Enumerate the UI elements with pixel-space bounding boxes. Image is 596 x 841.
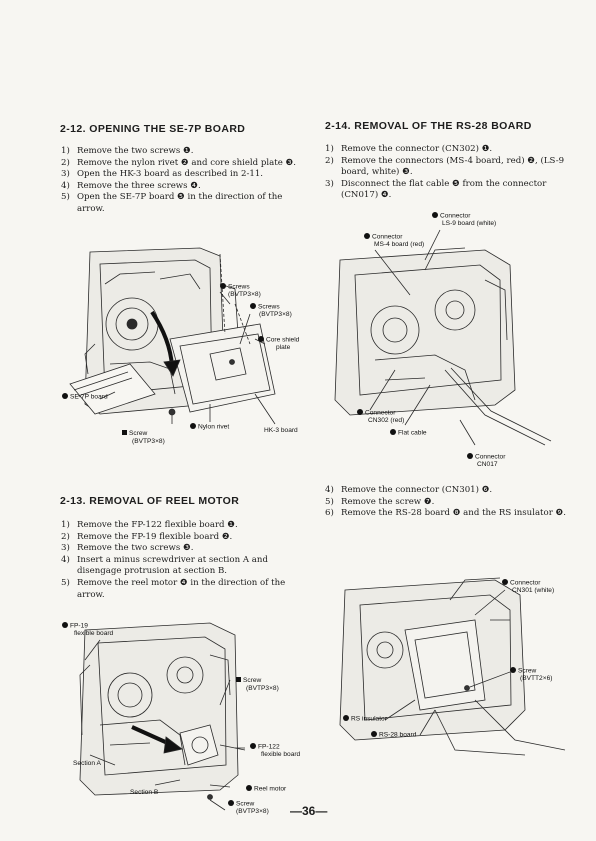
label-rs-insulator: RS insulator (343, 715, 387, 723)
label-screw-214-spec: (BVTT2×6) (520, 675, 553, 682)
step-text: Remove the screw ❼. (341, 496, 435, 507)
steps-2-12: 1) Remove the two screws ❶. 2) Remove the n… (61, 146, 305, 216)
step-text: Remove the two screws ❸. (77, 543, 194, 554)
step-item: 3) Disconnect the flat cable ❺ from the c… (325, 179, 570, 202)
step-number: 5) (325, 496, 334, 507)
label-screws-b-spec: (BVTP3×8) (259, 311, 292, 318)
section-title-2-14: 2-14. REMOVAL OF THE RS-28 BOARD (325, 120, 532, 132)
label-screw-214: Screw (510, 667, 536, 675)
step-number: 3) (61, 169, 70, 180)
step-number: 2) (325, 155, 334, 166)
label-core-shield: Core shield (258, 336, 299, 344)
label-conn-cn017-2: CN017 (477, 461, 498, 468)
label-conn-ms4: Connector (364, 233, 402, 241)
step-text: Remove the connector (CN302) ❶. (341, 144, 493, 154)
step-item: 1) Remove the two screws ❶. (61, 146, 305, 158)
step-text: Remove the nylon rivet ❷ and core shield… (77, 157, 296, 168)
label-conn-ls9-2: LS-9 board (white) (442, 220, 497, 227)
reel-motor-figure (79, 622, 246, 811)
label-conn-cn017: Connector (467, 453, 505, 461)
step-number: 3) (325, 178, 334, 189)
section-title-2-12: 2-12. OPENING THE SE-7P BOARD (60, 123, 246, 135)
rs28-top-figure (334, 229, 552, 446)
label-conn-cn302: Connector (357, 409, 395, 417)
step-item: 5) Open the SE-7P board ❺ in the directio… (61, 192, 305, 215)
step-text: Remove the connector (CN301) ❻. (341, 485, 493, 495)
step-number: 1) (61, 146, 70, 156)
step-text: Open the SE-7P board ❺ in the direction … (77, 192, 283, 214)
step-number: 4) (325, 485, 334, 495)
label-section-b: Section B (130, 789, 159, 796)
step-text: Insert a minus screwdriver at section A … (77, 554, 268, 577)
step-number: 5) (61, 192, 70, 203)
label-screw-213b: Screw (228, 800, 254, 808)
steps-2-14-b: 4) Remove the connector (CN301) ❻. 5) Remov… (325, 485, 570, 520)
label-conn-cn301: Connector (502, 579, 540, 587)
steps-2-13: 1) Remove the FP-122 flexible board ❶. 2) R… (61, 520, 305, 601)
rs28-bottom-figure (339, 577, 566, 756)
step-number: 1) (61, 520, 70, 530)
step-item: 1) Remove the FP-122 flexible board ❶. (61, 520, 305, 532)
label-screw-213-spec: (BVTP3×8) (246, 685, 279, 692)
step-item: 6) Remove the RS-28 board ❽ and the RS in… (325, 508, 570, 520)
step-text: Remove the FP-122 flexible board ❶. (77, 520, 238, 530)
step-item: 4) Remove the connector (CN301) ❻. (325, 485, 570, 497)
label-screw-213b-spec: (BVTP3×8) (236, 808, 269, 815)
label-screw-spec: (BVTP3×8) (132, 438, 165, 445)
label-conn-cn302-2: CN302 (red) (368, 417, 405, 424)
label-fp122: FP-122 (250, 743, 280, 751)
step-number: 1) (325, 144, 334, 154)
label-conn-cn301-2: CN301 (white) (512, 587, 555, 594)
label-fp122-2: flexible board (261, 751, 301, 758)
label-screws-b: Screws (250, 303, 280, 311)
label-screw: Screw (122, 430, 147, 438)
step-number: 4) (61, 554, 70, 565)
step-number: 4) (61, 180, 70, 191)
step-text: Remove the three screws ❹. (77, 180, 201, 191)
label-rs28: RS-28 board (371, 731, 416, 739)
label-conn-ms4-2: MS-4 board (red) (374, 241, 425, 248)
label-section-a: Section A (73, 760, 101, 767)
step-text: Remove the connectors (MS-4 board, red) … (341, 155, 565, 178)
label-flat-cable: Flat cable (390, 429, 427, 437)
label-reel-motor: Reel motor (246, 785, 286, 793)
step-item: 5) Remove the reel motor ❹ in the directi… (61, 578, 305, 601)
label-nylon-rivet: Nylon rivet (190, 423, 229, 431)
step-number: 2) (61, 157, 70, 168)
step-item: 4) Remove the three screws ❹. (61, 181, 305, 193)
step-text: Remove the RS-28 board ❽ and the RS insu… (341, 508, 566, 519)
step-number: 6) (325, 508, 334, 519)
step-item: 1) Remove the connector (CN302) ❶. (325, 144, 570, 156)
label-screws-a-spec: (BVTP3×8) (228, 291, 261, 298)
step-text: Open the HK-3 board as described in 2-11… (77, 169, 264, 180)
label-se7p: SE-7P board (62, 393, 108, 401)
label-screws-a: Screws (220, 283, 250, 291)
step-item: 2) Remove the FP-19 flexible board ❷. (61, 532, 305, 544)
label-fp19: FP-19 (62, 622, 88, 630)
section-title-2-13: 2-13. REMOVAL OF REEL MOTOR (60, 495, 240, 507)
step-item: 4) Insert a minus screwdriver at section … (61, 555, 305, 578)
page-number: —36— (290, 804, 328, 818)
step-text: Remove the FP-19 flexible board ❷. (77, 531, 233, 542)
step-text: Remove the reel motor ❹ in the direction… (77, 577, 286, 600)
step-number: 2) (61, 531, 70, 542)
steps-2-14-a: 1) Remove the connector (CN302) ❶. 2) Remov… (325, 144, 570, 202)
label-screw-213: Screw (236, 677, 261, 685)
label-hk3: HK-3 board (264, 427, 298, 434)
step-item: 3) Remove the two screws ❸. (61, 543, 305, 555)
step-number: 5) (61, 577, 70, 588)
step-item: 2) Remove the connectors (MS-4 board, red… (325, 156, 570, 179)
step-number: 3) (61, 543, 70, 554)
step-item: 2) Remove the nylon rivet ❷ and core shie… (61, 158, 305, 170)
step-text: Disconnect the flat cable ❺ from the con… (341, 178, 547, 201)
label-fp19-2: flexible board (74, 630, 114, 637)
label-conn-ls9: Connector (432, 212, 470, 220)
label-core-shield-2: plate (276, 344, 291, 351)
step-text: Remove the two screws ❶. (77, 146, 194, 156)
step-item: 5) Remove the screw ❼. (325, 497, 570, 509)
se7p-board-figure (69, 247, 276, 425)
step-item: 3) Open the HK-3 board as described in 2-… (61, 169, 305, 181)
